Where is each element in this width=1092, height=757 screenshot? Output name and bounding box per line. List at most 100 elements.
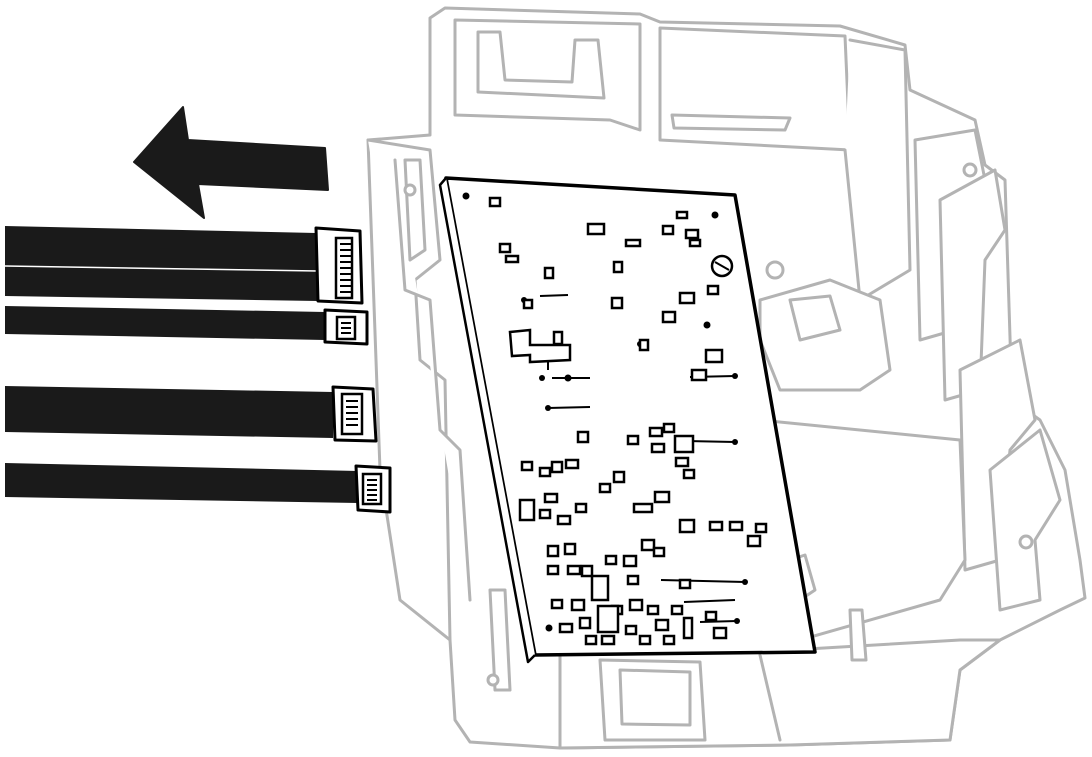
housing-latch-inner (788, 294, 842, 342)
board-component (675, 210, 689, 220)
board-large-ic (590, 574, 610, 602)
housing-screw-2 (1018, 534, 1034, 550)
board-component (648, 426, 664, 438)
board-component (654, 618, 670, 632)
board-component (598, 482, 612, 494)
board-component (688, 238, 702, 248)
board-component (612, 470, 626, 484)
board-component (552, 330, 564, 346)
board-component (604, 554, 618, 566)
board-component (543, 266, 555, 280)
board-component (704, 348, 724, 364)
board-component (661, 310, 677, 324)
board-component (522, 298, 534, 310)
board-hole-bottom (545, 624, 553, 632)
board-component (610, 296, 624, 310)
board-component (650, 442, 666, 454)
board-component (712, 626, 728, 640)
housing-right-back (843, 38, 912, 302)
board-component (674, 456, 690, 468)
board-component (564, 458, 580, 470)
board-component (678, 291, 696, 305)
board-hole-top-right (711, 211, 719, 219)
housing-right-post (848, 608, 868, 662)
board-component (574, 502, 588, 514)
board-component (640, 538, 656, 552)
housing-right-panel-2 (938, 168, 1007, 402)
board-outline (444, 176, 817, 657)
housing-top-clip (476, 30, 606, 100)
housing-left-rail (393, 158, 472, 602)
board-component (626, 434, 640, 446)
housing-latch-knob (765, 260, 785, 280)
housing-front-tab-inner (618, 668, 692, 727)
housing-top-slot (670, 113, 792, 132)
board-component (600, 634, 616, 646)
ribbon-cable-4 (5, 463, 392, 514)
board-component (576, 430, 590, 444)
board-component (704, 610, 718, 622)
board-component (661, 224, 675, 236)
board-component (580, 564, 594, 578)
board-components (488, 196, 768, 646)
board-large-ic-2 (596, 604, 620, 634)
housing-right-panel-3 (958, 338, 1037, 572)
board-hole-mid-right (703, 321, 711, 329)
board-component (652, 546, 666, 558)
housing-top-box-right (658, 26, 852, 152)
board-component (638, 338, 650, 352)
housing-left-post-bottom (488, 588, 512, 692)
housing-left-post-top (403, 158, 427, 262)
board-component (754, 522, 768, 534)
board-component (546, 564, 560, 576)
board-component (578, 616, 592, 630)
housing-front-divider (758, 653, 782, 742)
board-component (498, 242, 512, 254)
board-component (543, 492, 559, 504)
control-circuit-board (438, 176, 817, 664)
board-component (520, 460, 534, 472)
board-component (682, 468, 696, 480)
board-component (690, 368, 708, 382)
board-relay (673, 434, 695, 454)
board-component (550, 460, 564, 474)
board-component (624, 624, 638, 636)
board-component (632, 502, 654, 514)
board-component (638, 634, 652, 646)
board-component (678, 518, 696, 534)
board-component (563, 542, 577, 556)
board-component (624, 238, 642, 248)
board-hole-top-left (462, 192, 470, 200)
board-component (746, 534, 762, 548)
ribbon-cable-3 (5, 385, 378, 443)
board-component (708, 520, 724, 532)
board-component (612, 260, 624, 274)
board-component (622, 554, 638, 568)
board-component (653, 490, 671, 504)
housing-right-panel-4 (988, 428, 1062, 612)
housing-screw-4 (403, 183, 417, 197)
ribbon-cable-1 (4, 226, 364, 305)
board-trimmer-slot (714, 261, 730, 271)
board-component (570, 598, 586, 612)
board-component (684, 228, 700, 240)
removal-arrow-icon (133, 106, 329, 219)
ribbon-cables (4, 226, 392, 514)
board-component (566, 564, 582, 576)
board-component (706, 284, 720, 296)
board-component (504, 254, 520, 264)
board-component (646, 604, 660, 616)
board-component (488, 196, 502, 208)
board-component (546, 544, 560, 558)
board-component (628, 598, 644, 612)
board-component (678, 578, 692, 590)
board-component (556, 514, 572, 526)
board-component (662, 422, 676, 434)
board-component (538, 466, 552, 478)
board-component (538, 508, 552, 520)
board-component (586, 222, 606, 236)
board-component (584, 634, 598, 646)
housing-screw-1 (962, 162, 978, 178)
